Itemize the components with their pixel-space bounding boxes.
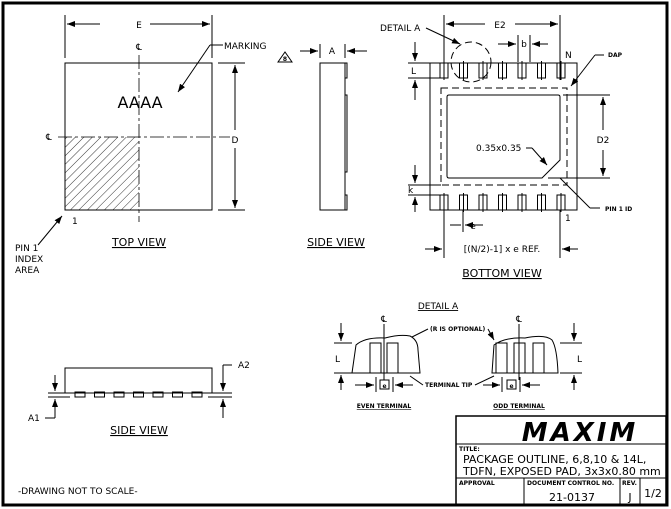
detail-a-circle <box>450 41 492 83</box>
pin1-id-label: PIN 1 ID <box>605 206 632 213</box>
drawing-note: -DRAWING NOT TO SCALE- <box>18 487 138 497</box>
odd-terminal-label: ODD TERMINAL <box>493 403 545 410</box>
doc-control-number: 21-0137 <box>549 491 595 504</box>
dim-e-box: e <box>509 383 513 390</box>
dim-l-label: L <box>335 355 340 365</box>
dap-label: DAP <box>608 52 623 59</box>
ref-dimension-label: [(N/2)-1] x e REF. <box>464 245 541 255</box>
dim-d-label: D <box>232 136 239 146</box>
side-terminal <box>133 391 144 398</box>
side-view-label: SIDE VIEW <box>110 424 168 437</box>
centerline-symbol: ℄ <box>45 133 52 143</box>
dim-a2-label: A2 <box>238 361 250 371</box>
top-view-label: TOP VIEW <box>111 236 166 249</box>
marking-label: MARKING <box>224 42 266 52</box>
centerline-symbol: ℄ <box>380 315 387 325</box>
side-terminal <box>191 391 203 398</box>
r-optional-note: (R IS OPTIONAL) <box>430 326 486 333</box>
rev-value: J <box>627 491 631 504</box>
bottom-view: E2 b DETAIL A N DAP L D2 0.35x0.35 k PIN… <box>380 15 632 280</box>
chamfer-label: 0.35x0.35 <box>476 144 521 154</box>
dim-e2-label: E2 <box>494 21 505 31</box>
rev-label: REV. <box>622 480 637 487</box>
note-triangle-icon <box>277 51 293 63</box>
side-terminal <box>152 391 164 398</box>
side-terminal <box>172 391 183 398</box>
title-label: TITLE: <box>459 446 480 453</box>
maxim-logo: MAXIM <box>522 418 639 448</box>
dim-e-box: e <box>382 383 386 390</box>
side-terminal <box>74 391 86 398</box>
approval-label: APPROVAL <box>459 480 495 487</box>
dim-e-label: E <box>136 21 142 31</box>
side-terminal <box>113 391 125 398</box>
exposed-pad <box>446 94 561 179</box>
doc-control-label: DOCUMENT CONTROL NO. <box>527 480 614 487</box>
centerline-symbol: ℄ <box>515 315 522 325</box>
pin1-index-line: PIN 1 <box>15 244 38 254</box>
side-view-label: SIDE VIEW <box>307 236 365 249</box>
dim-d2-label: D2 <box>597 136 610 146</box>
pin1-index-line: AREA <box>15 266 40 276</box>
terminal-tip-note: TERMINAL TIP <box>425 382 473 389</box>
dim-l-label: L <box>411 67 416 77</box>
even-terminal-label: EVEN TERMINAL <box>357 403 412 410</box>
dim-b-label: b <box>521 40 527 50</box>
side-view-horizontal: A1 A2 SIDE VIEW <box>28 361 250 437</box>
bottom-view-label: BOTTOM VIEW <box>462 267 542 280</box>
side-view-vertical: A SIDE VIEW <box>300 44 367 249</box>
marking-chars: AAAA <box>117 93 162 112</box>
marking-note-number: 8 <box>283 56 287 63</box>
sheet-number: 1/2 <box>644 487 662 500</box>
detail-a-callout: DETAIL A <box>380 24 421 34</box>
detail-a: DETAIL A ℄ ℄ L L (R IS OPTIONAL) TERMINA… <box>334 302 582 410</box>
pin1-index-hatch <box>65 137 139 210</box>
detail-a-title: DETAIL A <box>418 302 459 312</box>
title-line-2: TDFN, EXPOSED PAD, 3x3x0.80 mm <box>462 465 661 478</box>
pin-1-label: 1 <box>565 214 571 224</box>
centerline-symbol: ℄ <box>135 43 142 53</box>
top-view: E ℄ ℄ AAAA MARKING 8 D 1 PIN 1 INDEX ARE… <box>15 15 293 276</box>
pin1-number: 1 <box>72 217 78 227</box>
dim-l-label: L <box>577 355 582 365</box>
dim-a-label: A <box>329 47 336 57</box>
pin1-index-line: INDEX <box>15 255 43 265</box>
pin-n-label: N <box>565 51 572 61</box>
dim-a1-label: A1 <box>28 414 40 424</box>
side-terminal <box>94 391 105 398</box>
title-block: MAXIM TITLE: PACKAGE OUTLINE, 6,8,10 & 1… <box>455 415 667 506</box>
dim-e-pitch-label: e <box>470 222 476 232</box>
dap-outline <box>440 87 568 186</box>
dim-k-label: k <box>408 186 414 196</box>
title-line-1: PACKAGE OUTLINE, 6,8,10 & 14L, <box>463 453 646 466</box>
